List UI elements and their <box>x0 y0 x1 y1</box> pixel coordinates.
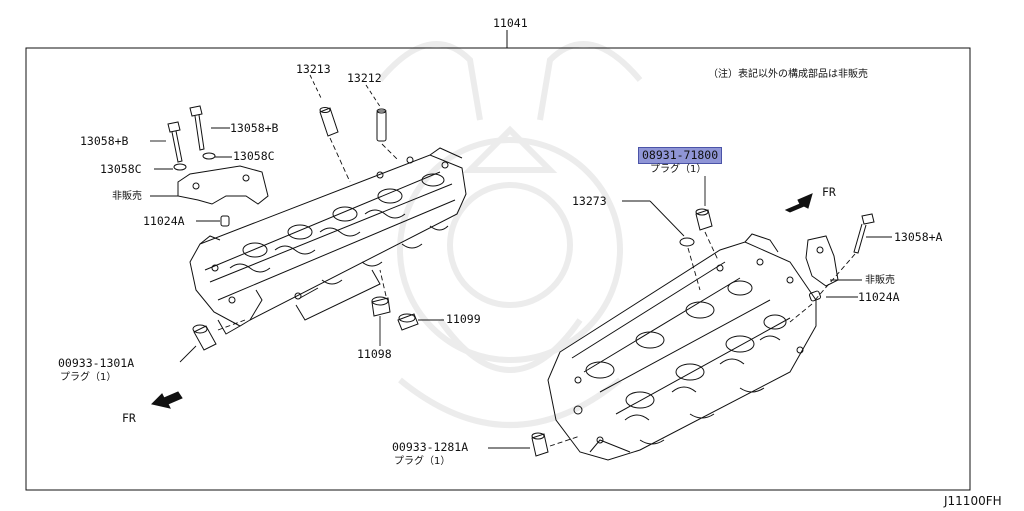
left-cylinder-head <box>189 147 467 335</box>
left-leaders <box>150 74 444 363</box>
watermark-emblem <box>377 41 643 428</box>
part-13273[interactable]: 13273 <box>572 194 607 208</box>
figure-code: J11100FH <box>944 494 1002 508</box>
fr-label-left: FR <box>122 411 136 425</box>
right-parts-small <box>531 208 875 457</box>
part-00933-1301a[interactable]: 00933-1301A <box>58 356 135 370</box>
part-13213[interactable]: 13213 <box>296 62 331 76</box>
plug-qty-71800: プラグ（1） <box>650 164 707 175</box>
assembly-part-number[interactable]: 11041 <box>493 16 528 30</box>
part-08931-71800-highlighted[interactable]: 08931-71800 <box>638 147 723 164</box>
part-13058a[interactable]: 13058+A <box>894 230 943 244</box>
part-13058c-right[interactable]: 13058C <box>233 149 275 163</box>
left-parts-small <box>167 105 419 351</box>
not-for-sale-right: 非販売 <box>865 275 895 286</box>
fr-label-right: FR <box>822 185 836 199</box>
fr-arrow-right-icon <box>784 193 813 213</box>
part-00933-1281a[interactable]: 00933-1281A <box>392 440 469 454</box>
plug-qty-1281a: プラグ（1） <box>394 456 451 467</box>
diagram-frame <box>25 47 971 491</box>
right-cylinder-head <box>547 233 817 461</box>
part-13058b-left[interactable]: 13058+B <box>80 134 129 148</box>
fr-arrow-left-icon <box>151 391 183 409</box>
part-13212[interactable]: 13212 <box>347 71 382 85</box>
part-11099[interactable]: 11099 <box>446 312 481 326</box>
part-11024a-right[interactable]: 11024A <box>858 290 900 304</box>
part-11024a-left[interactable]: 11024A <box>143 214 185 228</box>
part-11098[interactable]: 11098 <box>357 347 392 361</box>
plug-qty-1301a: プラグ（1） <box>60 372 117 383</box>
part-13058c-left[interactable]: 13058C <box>100 162 142 176</box>
not-for-sale-left: 非販売 <box>112 191 142 202</box>
right-leaders <box>488 176 892 449</box>
sales-note: （注）表記以外の構成部品は非販売 <box>708 69 868 80</box>
part-13058b-right[interactable]: 13058+B <box>230 121 279 135</box>
